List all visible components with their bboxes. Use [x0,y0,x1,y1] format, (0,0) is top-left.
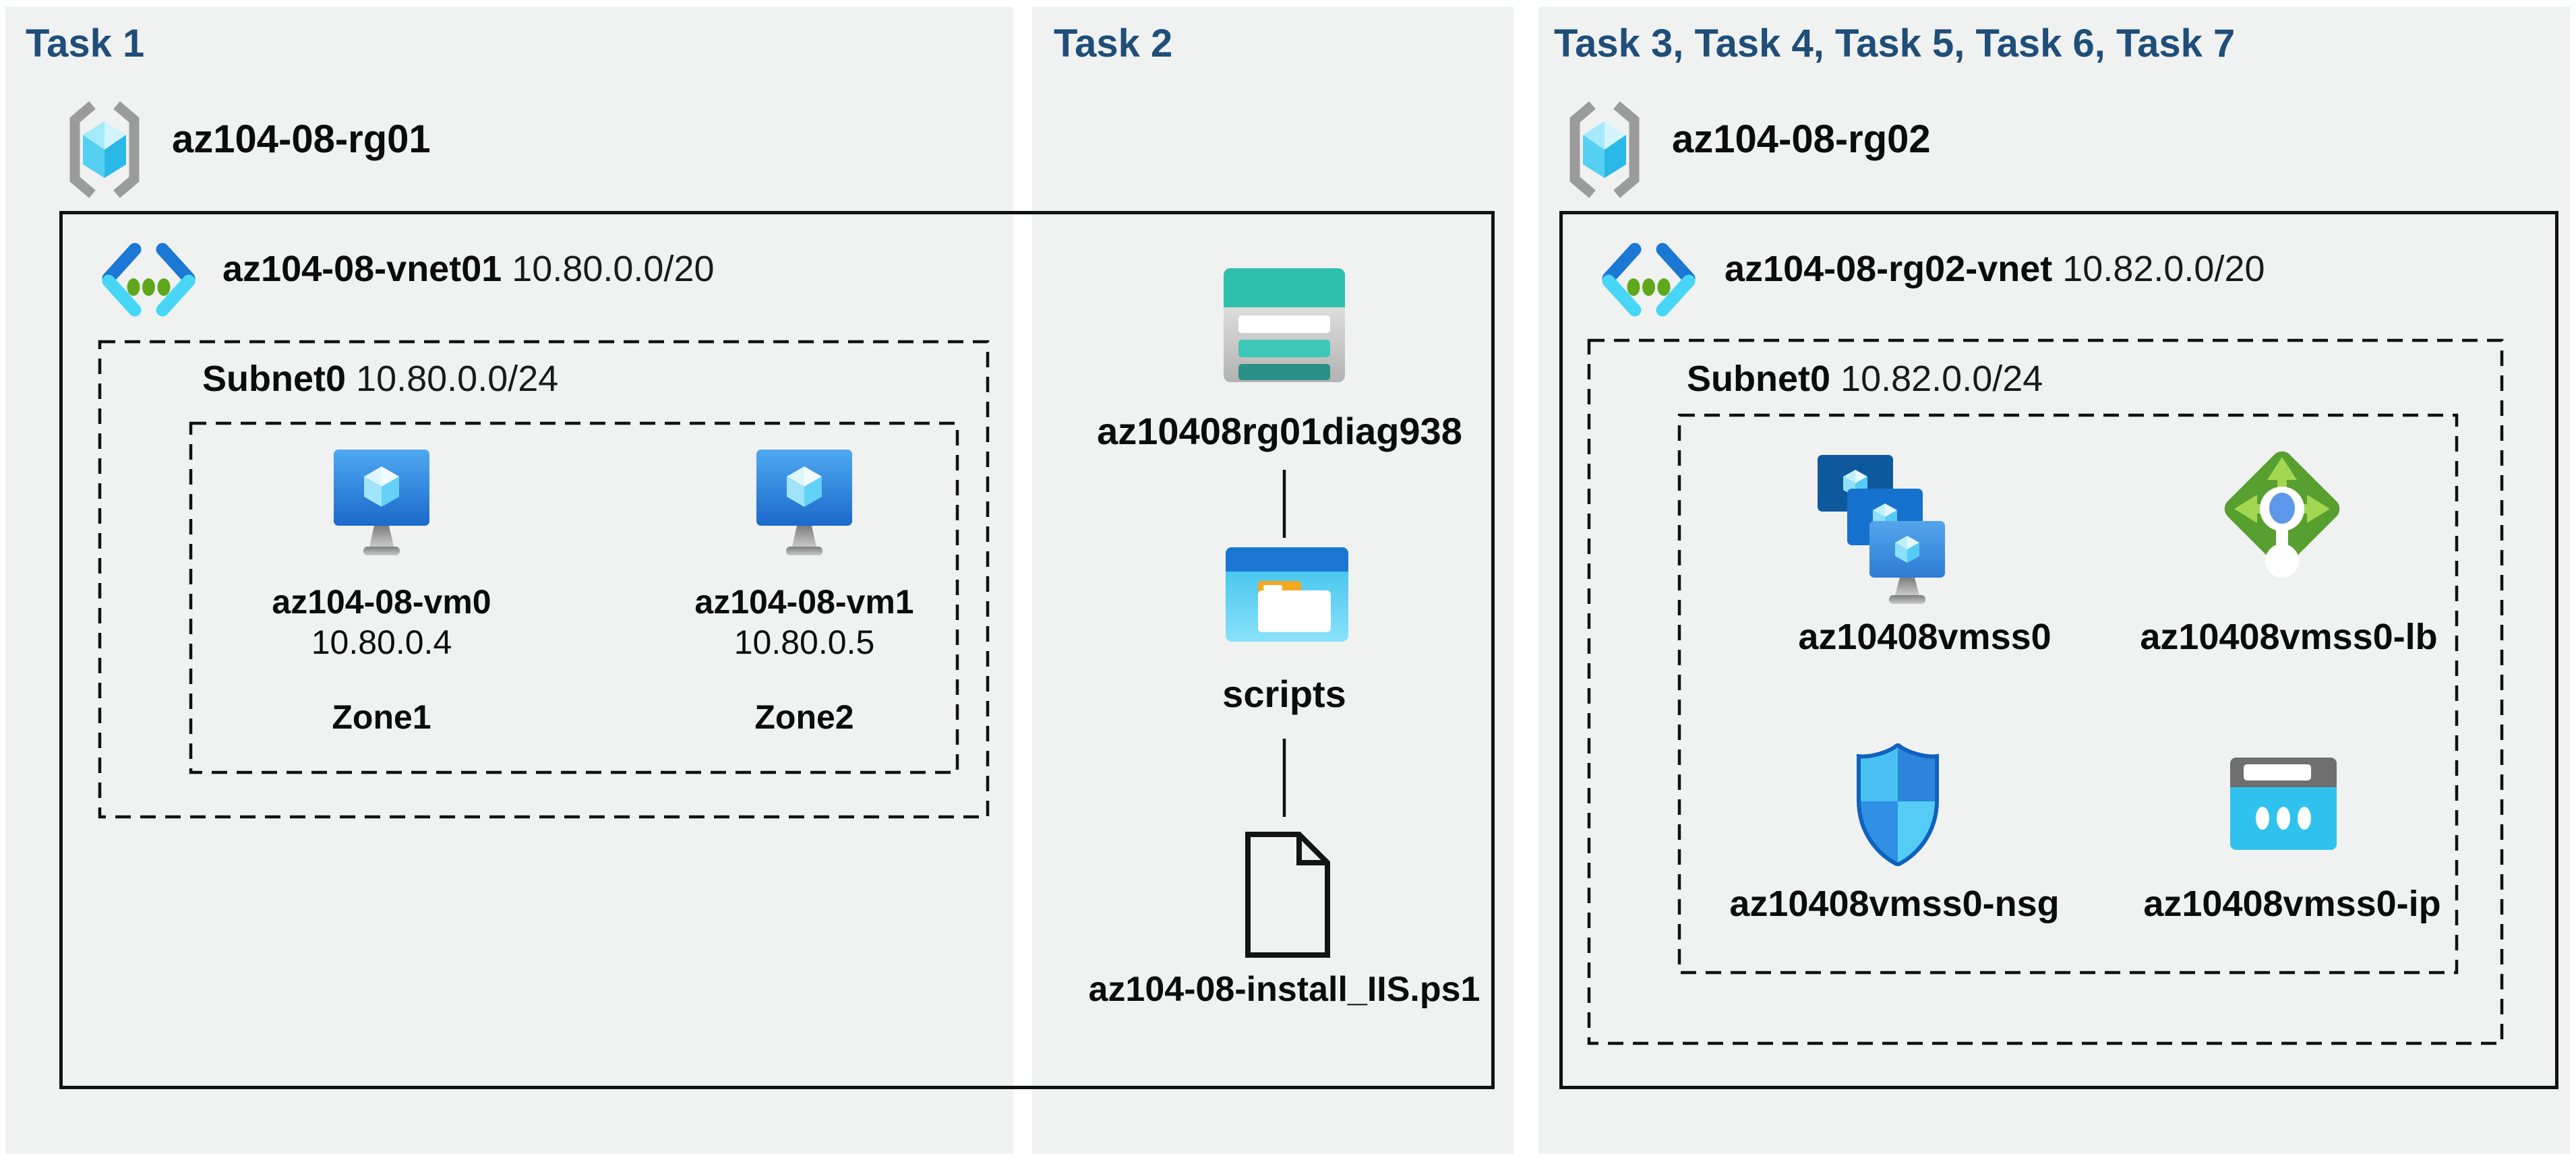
vm-scale-set-icon [1818,455,1945,604]
resource-group-label-task1: az104-08-rg01 [172,117,431,161]
vnet-cidr: 10.80.0.0/20 [512,249,715,289]
vnet-name: az104-08-vnet01 [222,249,512,289]
file-icon [1245,832,1330,958]
vm-zone-label: Zone2 [754,698,854,736]
subnet0-dashed-box-task1 [98,340,990,819]
public-ip-icon [2230,758,2337,850]
storage-account-label: az10408rg01diag938 [1097,410,1462,452]
vnet-label-task1: az104-08-vnet01 10.80.0.0/20 [222,251,715,287]
vmss-group-dashed-box-task3 [1677,413,2459,975]
public-ip-label: az10408vmss0-ip [2143,884,2441,924]
virtual-machine-icon [756,450,852,555]
subnet-cidr: 10.80.0.0/24 [356,359,559,399]
script-file-label: az104-08-install_IIS.ps1 [1088,970,1480,1009]
resource-group-label-task3: az104-08-rg02 [1672,117,1931,161]
nsg-label: az10408vmss0-nsg [1729,884,2060,924]
vm-zone-label: Zone1 [332,698,431,736]
vm-group-dashed-box-task1 [189,421,959,774]
vm-ip-label: 10.80.0.4 [311,623,452,661]
heading-task1: Task 1 [26,22,145,65]
virtual-network-icon [1602,243,1696,317]
vm-ip-label: 10.80.0.5 [733,623,875,661]
vmss-label: az10408vmss0 [1798,617,2051,657]
subnet-name: Subnet0 [1687,359,1841,399]
subnet-cidr: 10.82.0.0/24 [1840,359,2043,399]
resource-group-icon [1569,101,1640,198]
vm-name-label: az104-08-vm0 [272,583,491,621]
subnet-label-task3: Subnet0 10.82.0.0/24 [1687,361,2043,397]
load-balancer-label: az10408vmss0-lb [2140,617,2438,657]
blob-container-icon [1226,547,1348,642]
storage-account-icon [1224,268,1345,382]
panel-task1 [5,7,1013,1154]
container-label: scripts [1222,673,1346,715]
vnet-cidr: 10.82.0.0/20 [2062,249,2265,289]
subnet0-dashed-box-task3 [1587,338,2504,1045]
subnet-name: Subnet0 [202,359,357,399]
rg02-vnet-boundary-box [1559,211,2558,1089]
subnet-label-task1: Subnet0 10.80.0.0/24 [202,361,558,397]
heading-task2: Task 2 [1054,22,1173,65]
virtual-machine-icon [334,450,429,555]
resource-group-icon [69,101,140,198]
nsg-shield-icon [1857,743,1939,866]
virtual-network-icon [102,243,196,317]
vnet01-boundary-box [59,211,1495,1089]
load-balancer-icon [2224,451,2340,578]
panel-task3 [1538,7,2570,1154]
vnet-name: az104-08-rg02-vnet [1725,249,2063,289]
vm-name-label: az104-08-vm1 [694,583,914,621]
heading-task3: Task 3, Task 4, Task 5, Task 6, Task 7 [1554,22,2236,65]
vnet-label-task3: az104-08-rg02-vnet 10.82.0.0/20 [1725,251,2265,287]
